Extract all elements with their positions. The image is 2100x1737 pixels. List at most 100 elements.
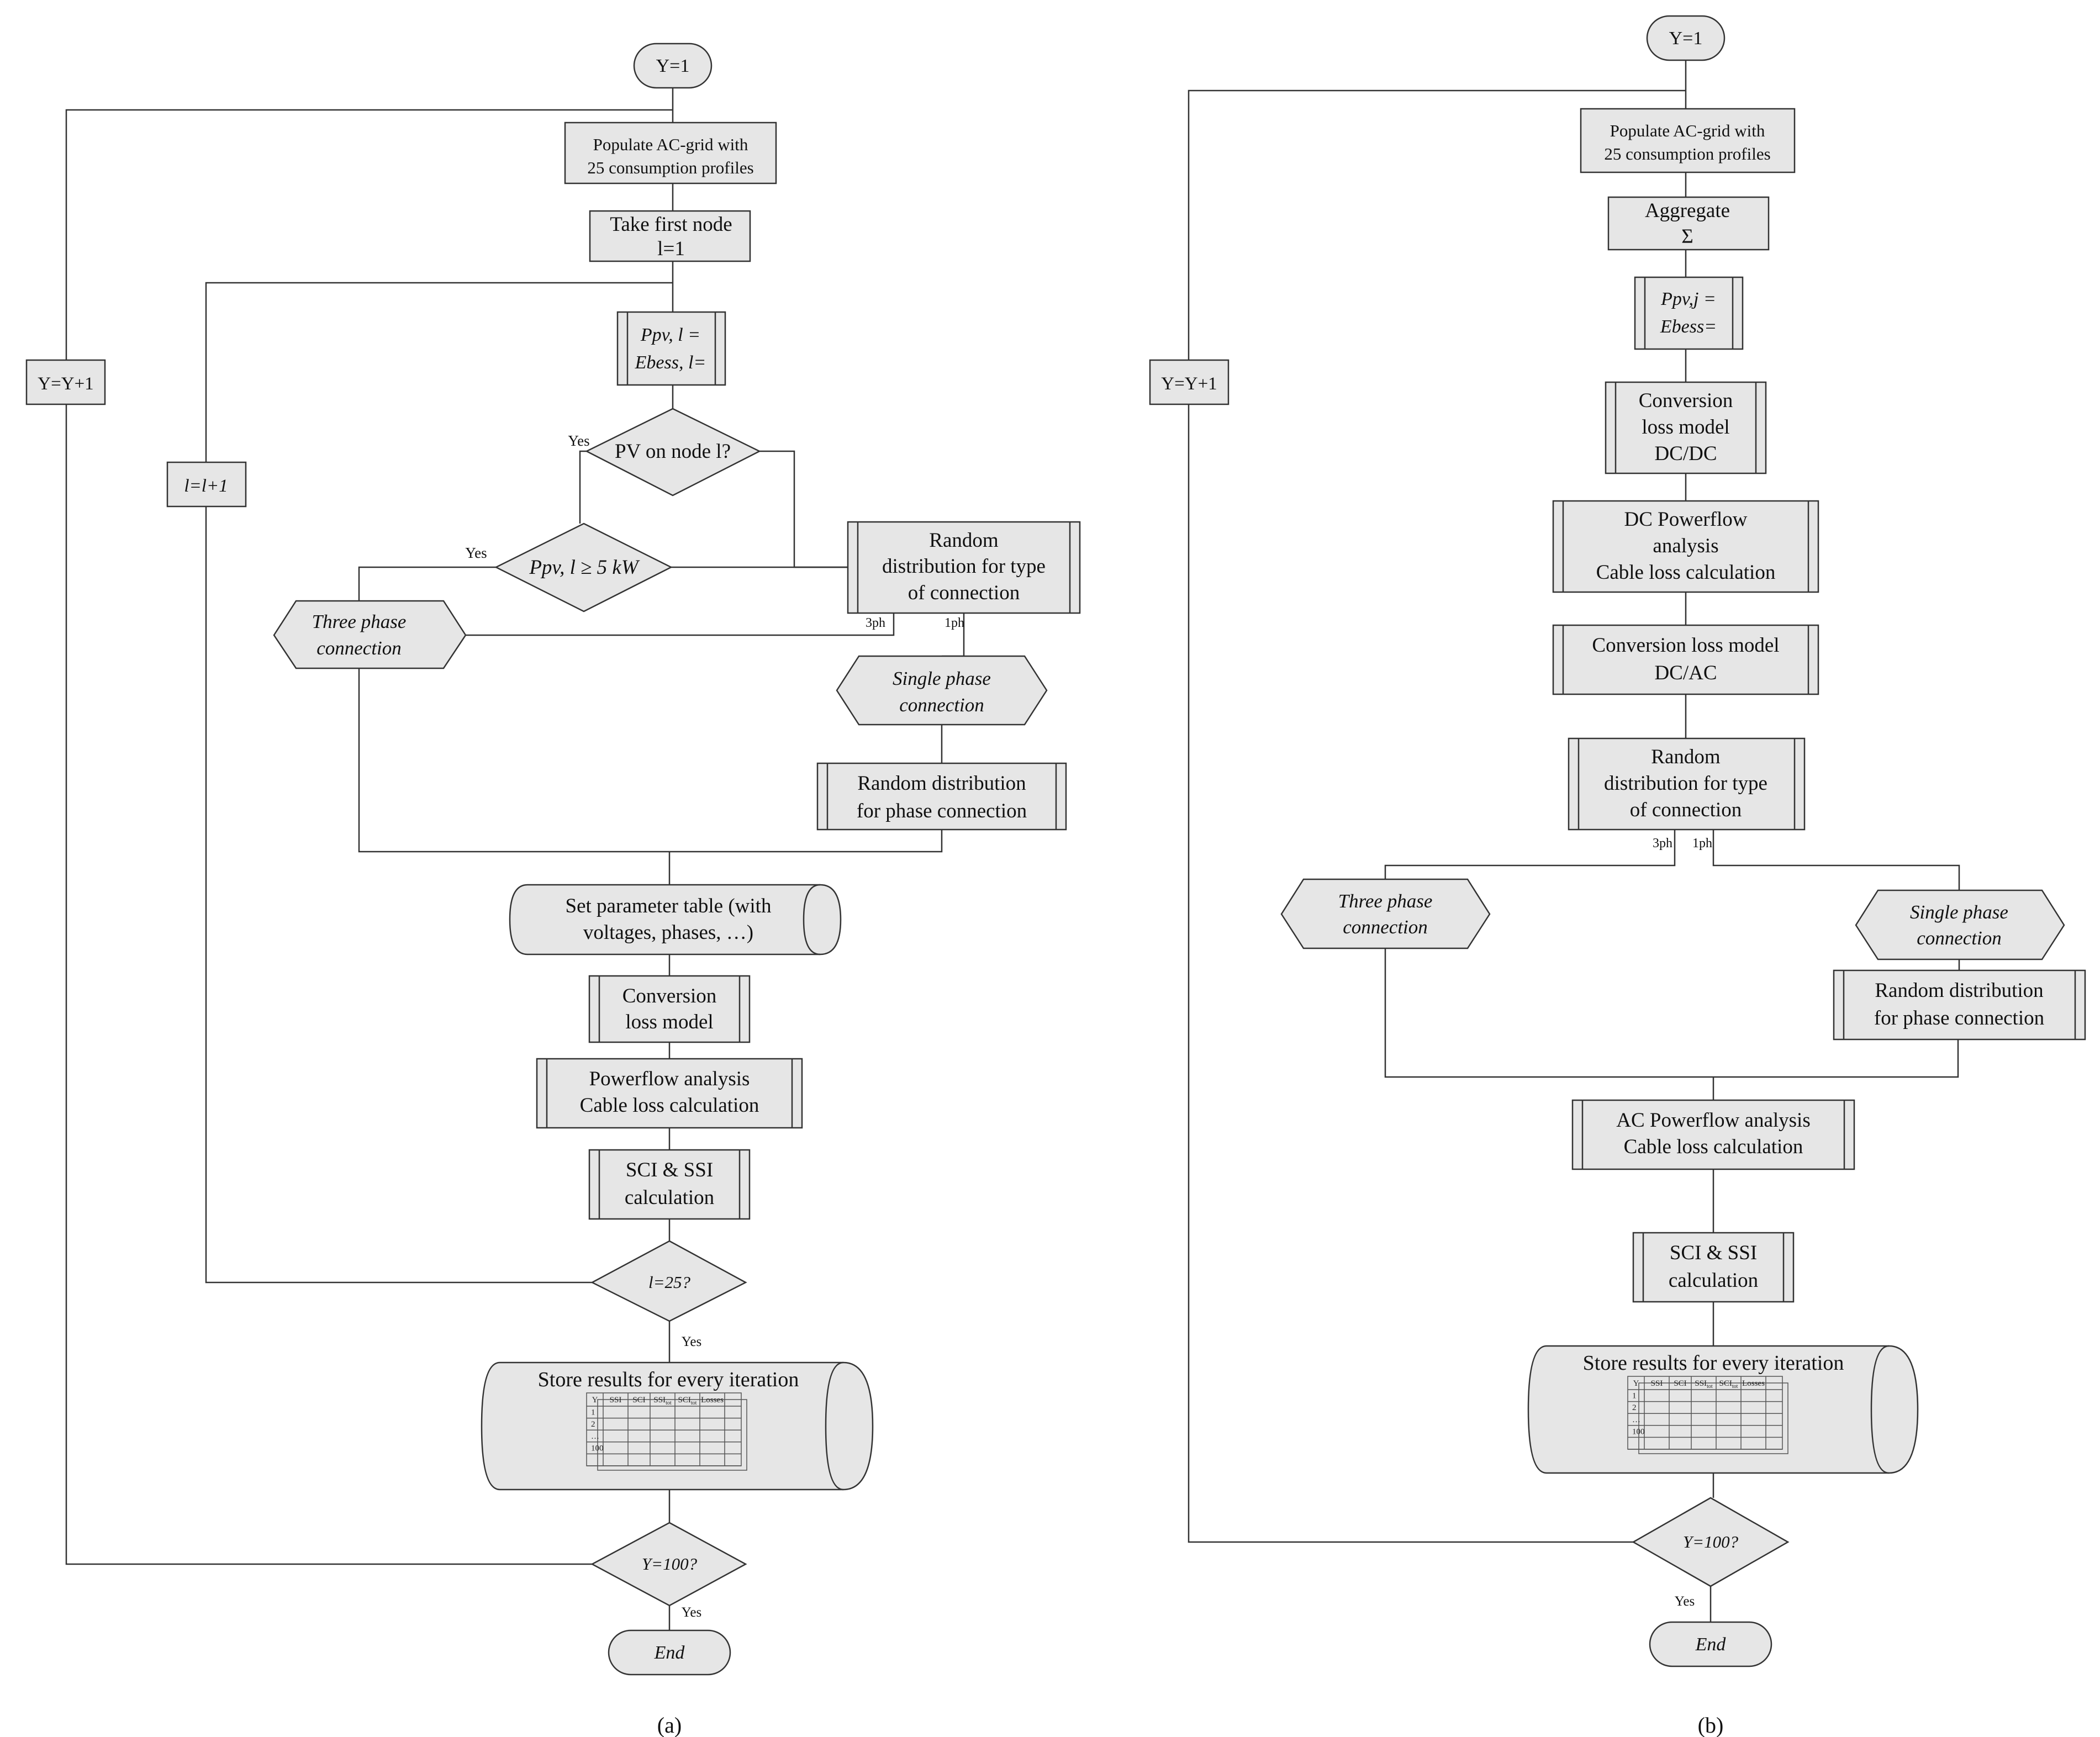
table-header-cell: Losses <box>1742 1379 1765 1388</box>
panel-a-random-phase-box: Random distribution for phase connection <box>816 762 1067 831</box>
panel-b-conv-dcdc-line3: DC/DC <box>1654 442 1717 465</box>
panel-a-three-phase-line1: Three phase <box>312 611 407 632</box>
panel-a-single-phase-line2: connection <box>899 694 984 716</box>
table-header-cell: Y <box>1633 1379 1639 1388</box>
panel-b-y100-decision: Y=100? Yes <box>1632 1497 1790 1609</box>
panel-b-end-terminal: End <box>1649 1621 1772 1667</box>
table-header-cell: SCI <box>632 1396 645 1405</box>
panel-a-start-terminal: Y=1 <box>633 43 713 89</box>
panel-b-aggregate-sigma: Σ <box>1681 225 1693 248</box>
panel-b-y100-label: Y=100? <box>1683 1532 1739 1551</box>
panel-a-y100-decision: Y=100? Yes <box>590 1522 747 1620</box>
panel-a-param-table-line1: Set parameter table (with <box>566 895 772 917</box>
panel-a-powerflow-line1: Powerflow analysis <box>589 1068 750 1090</box>
panel-a-yes-label-4: Yes <box>682 1605 701 1620</box>
panel-a-store-label: Store results for every iteration <box>538 1368 799 1391</box>
panel-a-yes-label-1: Yes <box>568 432 589 449</box>
panel-b-ppv-ebess-box: Ppv,j = Ebess= <box>1634 276 1744 350</box>
table-row-label: 100 <box>591 1444 604 1453</box>
table-row-label: … <box>1632 1416 1640 1424</box>
panel-b-caption: (b) <box>1698 1713 1724 1737</box>
panel-b-single-phase-line2: connection <box>1917 927 2002 949</box>
panel-a-y100-label: Y=100? <box>642 1554 698 1574</box>
panel-a-conv-loss-line2: loss model <box>625 1011 713 1033</box>
panel-a-populate-line1: Populate AC-grid with <box>593 135 748 154</box>
panel-b-conv-dcdc-line2: loss model <box>1642 416 1729 439</box>
panel-a-ppv-line: Ppv, l = <box>640 325 700 345</box>
panel-b-yes-label: Yes <box>1675 1594 1695 1609</box>
table-header-cell: SCI <box>1674 1379 1686 1388</box>
panel-a-take-first-node-box: Take first node l=1 <box>589 210 751 262</box>
table-row-label: 2 <box>591 1420 595 1429</box>
panel-a-pv-on-node-label: PV on node l? <box>615 440 731 463</box>
table-row-label: 1 <box>591 1408 595 1417</box>
panel-a-random-type-box: Random distribution for type of connecti… <box>847 521 1081 630</box>
panel-a-start-label: Y=1 <box>656 56 690 76</box>
panel-a-connectors <box>65 88 965 1630</box>
panel-b-three-phase-line2: connection <box>1343 916 1428 938</box>
table-sheet-shadow <box>1638 1382 1788 1454</box>
panel-b-start-label: Y=1 <box>1669 28 1703 49</box>
panel-a-random-type-line1: Random <box>929 529 999 552</box>
panel-a-ppv-ebess-box: Ppv, l = Ebess, l= <box>616 311 726 386</box>
panel-a-store-results-storage: Store results for every iteration Y SSI SC… <box>481 1361 874 1491</box>
panel-a-1ph-label: 1ph <box>945 616 964 630</box>
panel-a-powerflow-line2: Cable loss calculation <box>580 1094 759 1117</box>
panel-a-ppv-threshold-decision: Ppv, l ≥ 5 kW Yes <box>465 522 673 613</box>
panel-b-y-increment-label: Y=Y+1 <box>1161 374 1217 394</box>
panel-b-ppv-line: Ppv,j = <box>1660 289 1716 309</box>
panel-a-sci-ssi-line1: SCI & SSI <box>626 1159 713 1181</box>
panel-a-param-table-line2: voltages, phases, …) <box>583 921 753 944</box>
panel-a-sci-ssi-box: SCI & SSI calculation <box>588 1149 751 1220</box>
panel-b-sci-ssi-line2: calculation <box>1669 1269 1758 1292</box>
panel-b-dc-powerflow-line3: Cable loss calculation <box>1596 561 1776 584</box>
table-sheet-shadow <box>597 1399 747 1471</box>
panel-b-random-phase-line2: for phase connection <box>1874 1007 2044 1029</box>
panel-b-dc-powerflow-line2: analysis <box>1653 535 1718 557</box>
panel-a-take-first-line2: l=1 <box>657 237 685 260</box>
panel-b-conv-dcdc-line1: Conversion <box>1639 389 1733 412</box>
panel-a-ppv-threshold-label: Ppv, l ≥ 5 kW <box>529 556 640 579</box>
table-row-label: 1 <box>1632 1392 1637 1401</box>
panel-b-single-phase-hexagon: Single phase connection <box>1855 889 2065 960</box>
panel-b-single-phase-line1: Single phase <box>1910 901 2008 923</box>
panel-a-random-type-line3: of connection <box>908 582 1020 604</box>
panel-b-conv-dcac-line2: DC/AC <box>1654 662 1717 684</box>
panel-a-single-phase-hexagon: Single phase connection <box>836 655 1048 726</box>
panel-b-random-type-line2: distribution for type <box>1604 772 1767 795</box>
table-header-cell: SSI <box>1651 1379 1663 1388</box>
panel-b-random-type-box: Random distribution for type of connecti… <box>1568 737 1806 851</box>
panel-b: Y=1 Populate AC-grid with 25 consumption… <box>1149 15 2086 1737</box>
panel-a-three-phase-line2: connection <box>316 637 402 659</box>
panel-b-conversion-dcac-box: Conversion loss model DC/AC <box>1552 624 1819 695</box>
table-row-label: … <box>591 1432 599 1441</box>
panel-b-random-type-line1: Random <box>1651 746 1721 768</box>
panel-b-populate-line1: Populate AC-grid with <box>1610 121 1765 140</box>
panel-a-random-phase-line1: Random distribution <box>857 772 1026 795</box>
table-header-cell: SSI <box>610 1396 622 1405</box>
panel-a-end-label: End <box>654 1643 685 1663</box>
table-row-label: 2 <box>1632 1403 1637 1412</box>
table-header-cell: Y <box>592 1396 598 1405</box>
panel-b-conv-dcac-line1: Conversion loss model <box>1592 634 1779 657</box>
panel-b-ac-powerflow-line2: Cable loss calculation <box>1624 1136 1803 1158</box>
panel-b-end-label: End <box>1695 1634 1727 1655</box>
panel-a-populate-box: Populate AC-grid with 25 consumption pro… <box>564 122 777 184</box>
panel-a-ebess-line: Ebess, l= <box>635 352 706 373</box>
panel-b-three-phase-hexagon: Three phase connection <box>1280 878 1491 949</box>
panel-a-l25-decision: l=25? Yes <box>590 1240 747 1349</box>
panel-a-take-first-line1: Take first node <box>610 213 732 236</box>
panel-a-random-type-line2: distribution for type <box>882 555 1046 578</box>
panel-b-dc-powerflow-box: DC Powerflow analysis Cable loss calcula… <box>1552 500 1819 593</box>
panel-a-single-phase-line1: Single phase <box>893 668 991 689</box>
panel-a-l-increment-box: l=l+1 <box>166 461 247 508</box>
panel-b-random-phase-box: Random distribution for phase connection <box>1833 969 2086 1041</box>
panel-b-ac-powerflow-box: AC Powerflow analysis Cable loss calcula… <box>1571 1099 1855 1170</box>
panel-b-random-phase-line1: Random distribution <box>1875 979 2043 1002</box>
panel-b-3ph-label: 3ph <box>1653 836 1672 851</box>
table-row-label: 100 <box>1632 1427 1645 1436</box>
panel-a: Y=1 Populate AC-grid with 25 consumption… <box>25 43 1081 1737</box>
